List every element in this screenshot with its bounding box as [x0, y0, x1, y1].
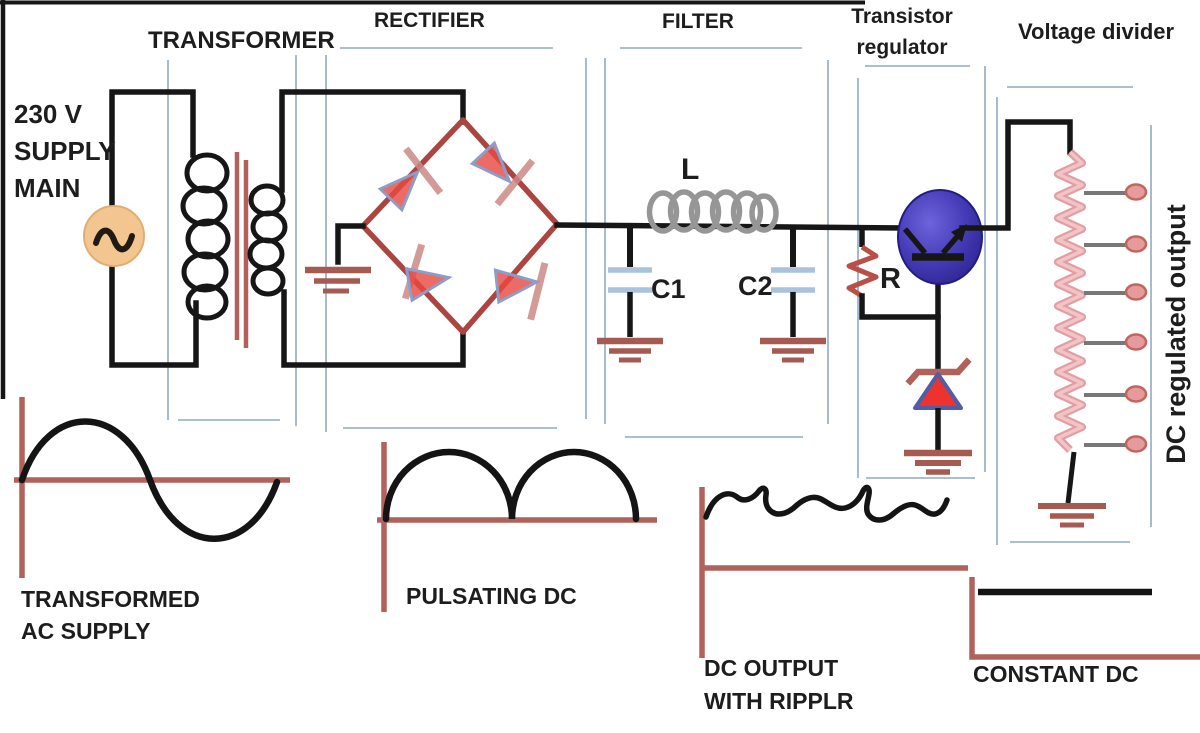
section-divider-lines: [167, 47, 1152, 545]
waveform-transformed-ac: [14, 397, 290, 578]
transformer-primary-coil: [180, 152, 231, 321]
section-label-voltage-divider: Voltage divider: [1018, 19, 1175, 44]
inductor-label: L: [681, 153, 700, 186]
cap2-label: C2: [738, 271, 773, 301]
dc-regulated-output-label: DC regulated output: [1161, 204, 1191, 464]
ac-source: [83, 205, 145, 267]
output-wire: [959, 119, 1073, 231]
transistor: [897, 189, 983, 373]
capacitor-c1: [597, 228, 663, 363]
capacitor-c2: [760, 228, 826, 363]
section-label-transformer: TRANSFORMER: [148, 27, 335, 54]
supply-label: 230 V SUPPLY MAIN: [14, 99, 116, 203]
section-label-transistor-regulator: Transistor regulator: [851, 5, 953, 59]
bridge-rectifier: [360, 117, 560, 335]
c1-ground: [597, 337, 663, 363]
zener-ground: [904, 449, 972, 475]
voltage-divider: [1038, 149, 1148, 528]
divider-taps: [1084, 191, 1126, 447]
section-label-rectifier: RECTIFIER: [374, 9, 485, 32]
diode-top-left: [377, 146, 444, 213]
sine-symbol-icon: [93, 227, 135, 253]
diode-bottom-left: [401, 243, 453, 303]
waveform-constant-dc: [969, 577, 1200, 660]
transformer-core: [234, 152, 249, 348]
diode-top-right: [469, 140, 536, 207]
rectifier-ground: [305, 223, 371, 294]
resistor-label: R: [880, 263, 901, 295]
tap-terminals: [1124, 183, 1148, 453]
transformer-secondary-coil: [247, 183, 288, 297]
section-label-filter: FILTER: [662, 10, 734, 33]
ripple-dc-label-line1: DC OUTPUT: [704, 655, 839, 681]
ripple-dc-label-line2: WITH RIPPLR: [704, 688, 854, 714]
waveform-dc-ripple: [699, 484, 968, 658]
cap1-label: C1: [651, 274, 686, 304]
waveform-pulsating-dc: [377, 442, 657, 612]
base-resistor: [846, 228, 941, 320]
secondary-circuit-wire: [279, 89, 466, 368]
inductor-coil: [646, 189, 779, 234]
pulsating-dc-label: PULSATING DC: [406, 583, 577, 609]
c2-ground: [760, 337, 826, 363]
zener-diode: [904, 357, 972, 475]
transformed-ac-label-line1: TRANSFORMED: [21, 586, 200, 612]
diode-bottom-right: [493, 262, 549, 321]
divider-ground: [1038, 503, 1106, 528]
transformed-ac-label-line2: AC SUPPLY: [21, 618, 151, 644]
constant-dc-label: CONSTANT DC: [973, 661, 1139, 687]
frame-border: [0, 0, 865, 399]
